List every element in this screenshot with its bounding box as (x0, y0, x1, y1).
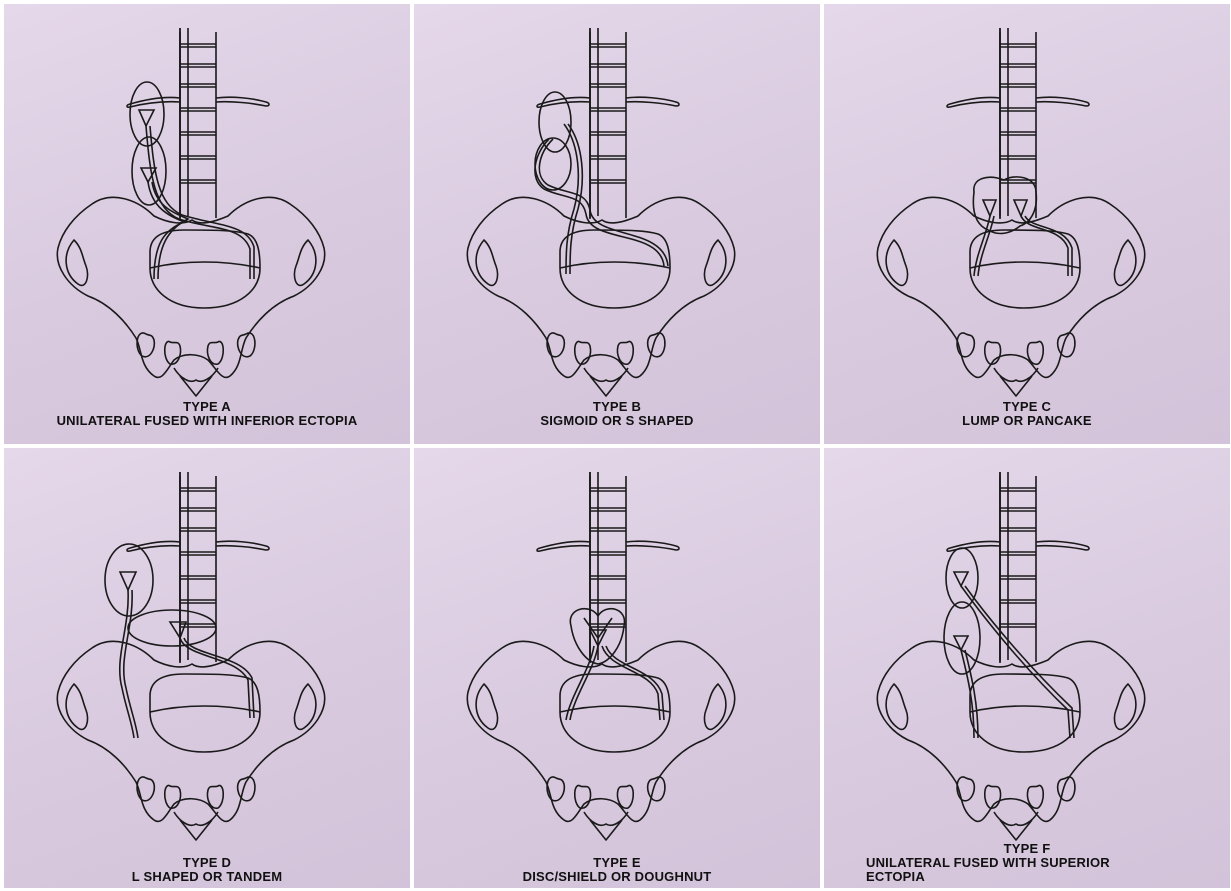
type-label: TYPE B (414, 400, 820, 414)
anatomy-drawing (414, 4, 820, 444)
panel-type-a: TYPE A UNILATERAL FUSED WITH INFERIOR EC… (4, 4, 410, 444)
type-description: L SHAPED OR TANDEM (4, 870, 410, 884)
anatomy-drawing (824, 448, 1230, 888)
lower-kidney (132, 137, 166, 205)
horizontal-kidney (128, 610, 216, 646)
anatomy-drawing (824, 4, 1230, 444)
anatomy-drawing (4, 4, 410, 444)
caption: TYPE B SIGMOID OR S SHAPED (414, 400, 820, 428)
type-label: TYPE A (4, 400, 410, 414)
caption: TYPE E DISC/SHIELD OR DOUGHNUT (414, 856, 820, 884)
caption: TYPE D L SHAPED OR TANDEM (4, 856, 410, 884)
type-description: SIGMOID OR S SHAPED (414, 414, 820, 428)
lower-kidney (944, 602, 980, 674)
type-label: TYPE E (414, 856, 820, 870)
type-description-line-2: ECTOPIA (824, 870, 1230, 884)
panel-type-e: TYPE E DISC/SHIELD OR DOUGHNUT (414, 448, 820, 888)
ureter (535, 139, 664, 266)
panel-type-b: TYPE B SIGMOID OR S SHAPED (414, 4, 820, 444)
ureter (1021, 216, 1068, 276)
type-label: TYPE C (824, 400, 1230, 414)
anatomy-drawing (4, 448, 410, 888)
type-label: TYPE D (4, 856, 410, 870)
type-description: LUMP OR PANCAKE (824, 414, 1230, 428)
type-description: UNILATERAL FUSED WITH SUPERIOR (824, 856, 1230, 870)
type-label: TYPE F (824, 842, 1230, 856)
panel-type-d: TYPE D L SHAPED OR TANDEM (4, 448, 410, 888)
fused-kidney (973, 177, 1036, 234)
anatomy-drawing (414, 448, 820, 888)
panel-type-f: TYPE F UNILATERAL FUSED WITH SUPERIOR EC… (824, 448, 1230, 888)
caption: TYPE A UNILATERAL FUSED WITH INFERIOR EC… (4, 400, 410, 428)
type-description: DISC/SHIELD OR DOUGHNUT (414, 870, 820, 884)
caption: TYPE F UNILATERAL FUSED WITH SUPERIOR EC… (824, 842, 1230, 884)
panel-type-c: TYPE C LUMP OR PANCAKE (824, 4, 1230, 444)
type-description: UNILATERAL FUSED WITH INFERIOR ECTOPIA (4, 414, 410, 428)
upper-kidney (105, 544, 153, 616)
upper-kidney (946, 548, 978, 608)
caption: TYPE C LUMP OR PANCAKE (824, 400, 1230, 428)
